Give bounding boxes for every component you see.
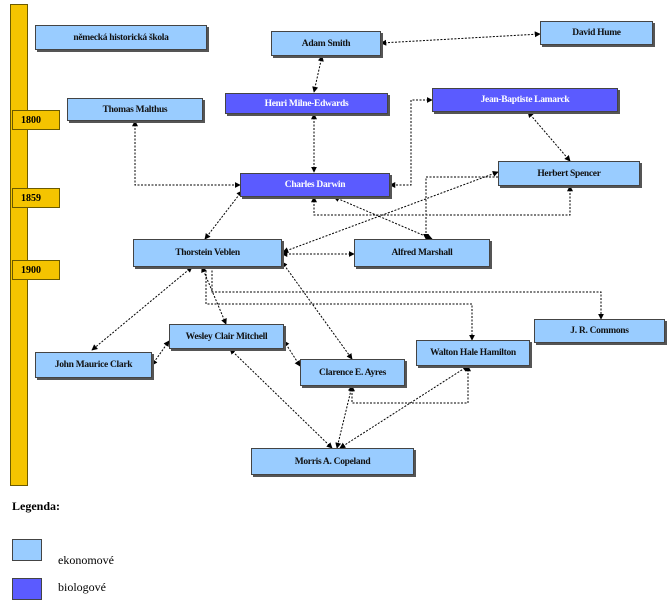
edge-spencer-marshall xyxy=(423,176,498,240)
legend-label-economists: ekonomové xyxy=(58,553,114,567)
node-charles-darwin: Charles Darwin xyxy=(240,173,390,197)
edge-darwin-marshall xyxy=(333,196,433,240)
edge-veblen-commons xyxy=(211,267,604,320)
node-alfred-marshall: Alfred Marshall xyxy=(354,239,490,267)
node-wesley-clair-mitchell: Wesley Clair Mitchell xyxy=(169,324,284,349)
edge-smith-hume xyxy=(380,31,541,46)
connection-lines xyxy=(91,31,604,449)
node-j-r-commons: J. R. Commons xyxy=(534,319,665,343)
edge-hamilton-copeland xyxy=(339,365,469,449)
node-herbert-spencer: Herbert Spencer xyxy=(498,161,640,186)
node-david-hume: David Hume xyxy=(540,21,653,45)
edge-veblen-ayres xyxy=(281,261,353,360)
node-adam-smith: Adam Smith xyxy=(271,31,381,56)
edge-malthus-darwin xyxy=(132,120,241,188)
node-henri-milne-edwards: Henri Milne-Edwards xyxy=(225,93,388,114)
edge-veblen-clark xyxy=(91,266,193,351)
year-label-1800: 1800 xyxy=(12,110,60,130)
legend-swatch-economists xyxy=(12,539,42,561)
node-clarence-e-ayres: Clarence E. Ayres xyxy=(300,359,405,386)
node-jean-baptiste-lamarck: Jean-Baptiste Lamarck xyxy=(432,88,618,112)
legend-title: Legenda: xyxy=(12,499,60,513)
edge-lamarck-darwin xyxy=(389,97,433,188)
edge-ayres-copeland xyxy=(335,385,354,449)
year-label-1859: 1859 xyxy=(12,188,60,208)
edge-mitchell-copeland xyxy=(229,348,333,449)
edge-smith-milne xyxy=(312,55,324,93)
node-thomas-malthus: Thomas Malthus xyxy=(67,98,203,121)
node-morris-a-copeland: Morris A. Copeland xyxy=(251,448,414,475)
edge-lamarck-spencer xyxy=(527,111,571,162)
legend-swatch-biologists xyxy=(12,578,42,600)
edge-mitchell-clark xyxy=(151,340,170,366)
node-john-maurice-clark: John Maurice Clark xyxy=(35,352,152,378)
legend-label-biologists: biologové xyxy=(58,580,106,594)
year-label-1900: 1900 xyxy=(12,260,60,280)
node-thorstein-veblen: Thorstein Veblen xyxy=(133,239,282,267)
edge-darwin-veblen xyxy=(204,190,243,240)
node-nemecka-historicka-skola: německá historická škola xyxy=(35,25,207,50)
edge-mitchell-ayres xyxy=(283,340,301,367)
node-walton-hale-hamilton: Walton Hale Hamilton xyxy=(416,340,530,366)
